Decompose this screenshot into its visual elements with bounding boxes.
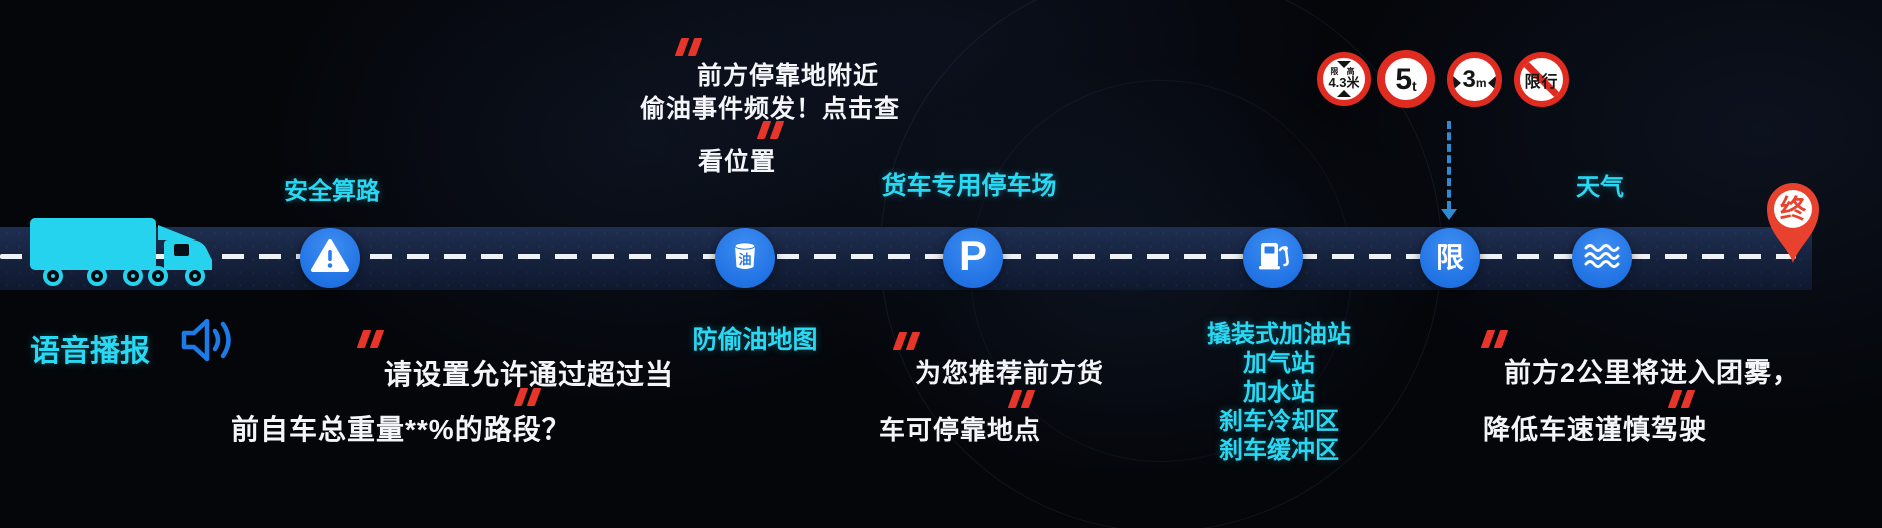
- voice-broadcast-label: 语音播报: [30, 335, 150, 368]
- parking-quote-line: 为您推荐前方货: [915, 358, 1105, 388]
- quote-open-icon: [1480, 330, 1509, 348]
- weight-limit-value: 5: [1395, 62, 1412, 96]
- fuel-service-line: 加气站: [1243, 350, 1315, 377]
- weather-quote-line: 前方2公里将进入团雾，: [1504, 358, 1801, 388]
- oil-quote-line: 看位置: [698, 148, 777, 176]
- fuel-station[interactable]: [1243, 228, 1303, 288]
- dashed-down-arrowhead: [1441, 209, 1457, 220]
- quote-open-icon: [674, 38, 703, 56]
- oil-quote-line: 偷油事件频发！点击查: [640, 95, 901, 123]
- weather-quote-line: 降低车速谨慎驾驶: [1483, 415, 1707, 445]
- no-entry-text: 限行: [1524, 73, 1559, 91]
- oil-quote-line: 前方停靠地附近: [697, 62, 880, 90]
- label-anti-fuel-theft-map: 防偷油地图: [692, 326, 818, 354]
- label-safety-route: 安全算路: [284, 178, 380, 205]
- restriction-icon: 限: [1435, 242, 1464, 273]
- waves-icon: [1582, 239, 1622, 278]
- truck-icon: [28, 212, 220, 293]
- height-limit-value: 4.3米: [1328, 74, 1360, 90]
- parking-quote-line: 车可停靠地点: [879, 415, 1042, 445]
- width-limit-sign: 3 m: [1447, 52, 1502, 107]
- fuel-service-line: 加水站: [1243, 379, 1315, 406]
- parking-icon: P: [958, 232, 987, 279]
- weather-station[interactable]: [1572, 228, 1632, 288]
- voice-quote-line: 前自车总重量**%的路段？: [231, 414, 571, 445]
- weight-limit-unit: t: [1412, 77, 1417, 94]
- route-dashed-line: [0, 254, 1796, 259]
- weight-limit-sign: 5 t: [1377, 50, 1435, 108]
- arrow-up-icon: [1337, 90, 1351, 98]
- speaker-icon: [176, 312, 236, 373]
- oil-drum-icon: 油: [726, 237, 764, 280]
- fuel-service-line: 撬装式加油站: [1207, 321, 1351, 348]
- arrow-left-icon: [1487, 76, 1496, 91]
- width-limit-value: 3: [1462, 65, 1476, 93]
- quote-close-icon: [1007, 390, 1036, 408]
- warning-icon: [311, 238, 349, 278]
- height-limit-caption: 限 高: [1330, 66, 1358, 76]
- label-fuel-services: 撬装式加油站 加气站 加水站 刹车冷却区 刹车缓冲区: [1150, 320, 1408, 465]
- dashed-down-arrow: [1447, 121, 1451, 209]
- arrow-down-icon: [1337, 60, 1351, 68]
- width-limit-unit: m: [1475, 76, 1487, 91]
- label-truck-parking: 货车专用停车场: [881, 172, 1057, 200]
- quote-open-icon: [892, 332, 921, 350]
- restriction-station[interactable]: 限: [1420, 228, 1480, 288]
- voice-quote-line: 请设置允许通过超过当: [384, 359, 675, 390]
- end-char: 终: [1780, 194, 1807, 224]
- height-limit-sign: 限 高 4.3米: [1317, 52, 1371, 106]
- svg-text:油: 油: [738, 252, 751, 267]
- fuel-pump-icon: [1255, 238, 1291, 279]
- fuel-service-line: 刹车缓冲区: [1219, 437, 1339, 464]
- label-weather: 天气: [1576, 174, 1624, 201]
- truck-parking-station[interactable]: P: [943, 228, 1003, 288]
- arrow-right-icon: [1453, 76, 1462, 91]
- anti-fuel-theft-station[interactable]: 油: [715, 228, 775, 288]
- fuel-service-line: 刹车冷却区: [1219, 408, 1339, 435]
- destination-pin[interactable]: 终: [1765, 181, 1821, 270]
- no-entry-sign: 限行: [1514, 52, 1569, 107]
- quote-close-icon: [1667, 390, 1696, 408]
- quote-open-icon: [356, 330, 385, 348]
- safety-route-station[interactable]: [300, 228, 360, 288]
